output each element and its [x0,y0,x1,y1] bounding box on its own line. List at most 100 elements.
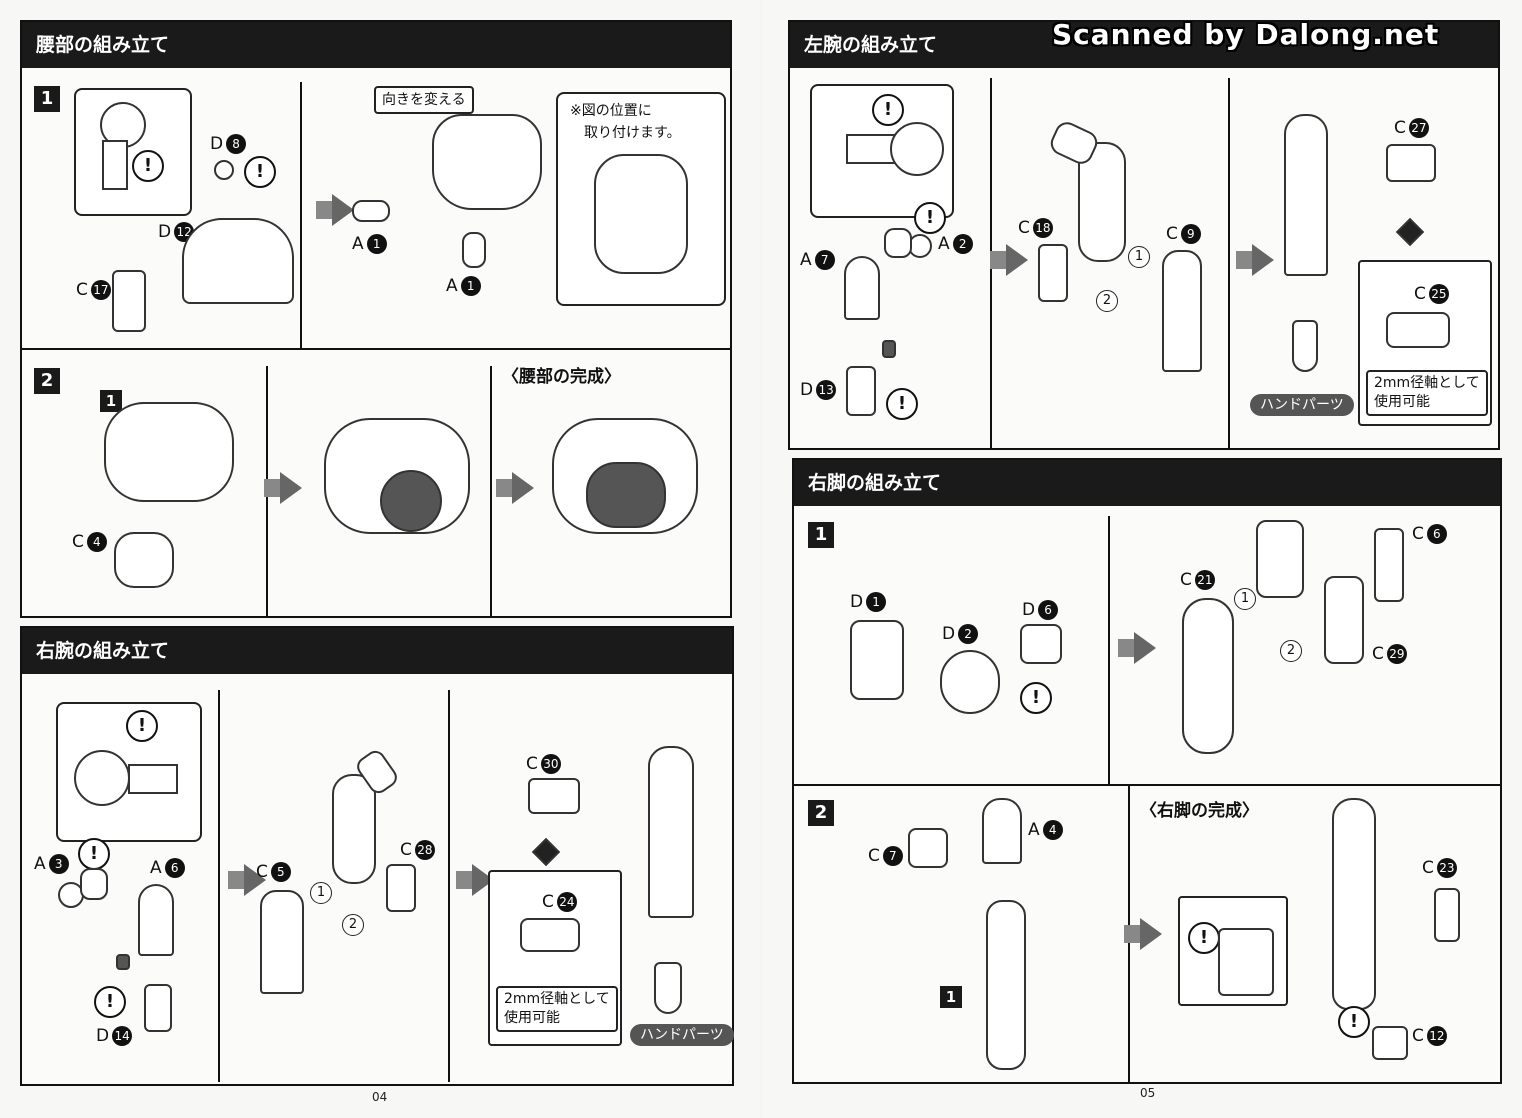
part-c30 [528,778,580,814]
foot-part-detail [1218,928,1274,996]
part-c23 [1434,888,1460,942]
page-number: 05 [1140,1086,1156,1100]
left-arm-section-title: 左腕の組み立て [790,22,1498,68]
order-marker-1: 1 [310,882,332,904]
part-d14 [144,984,172,1032]
warning-icon: ! [886,388,918,420]
part-c12 [1372,1026,1408,1060]
waist-body [432,114,542,210]
part-c28 [386,864,416,912]
waist-front [104,402,234,502]
order-marker-2: 2 [1096,290,1118,312]
diamond-marker [531,837,561,867]
warning-icon: ! [126,710,158,742]
part-c27 [1386,144,1436,182]
order-marker-2: 2 [342,914,364,936]
part-c18 [1038,244,1068,302]
divider [1108,516,1110,784]
assembled-leg [1332,798,1376,1010]
warn-marker [116,954,130,970]
part-c7 [908,828,948,868]
part-a1-left [352,200,390,222]
part-c21 [1182,598,1234,754]
right-leg-section-title: 右脚の組み立て [794,460,1500,506]
ring-part [74,750,130,806]
hand-part [1292,320,1318,372]
peg-part [80,868,108,900]
scan-watermark: Scanned by Dalong.net [1052,18,1440,51]
warning-icon: ! [1020,682,1052,714]
part-c4-attached [380,470,442,532]
step-number: 2 [34,368,60,394]
warning-icon: ! [872,94,904,126]
part-c17 [112,270,146,332]
sub-step-number: 1 [100,390,122,412]
upper-arm-part [332,774,376,884]
orientation-note: 向きを変える [374,86,474,114]
next-arrow [316,194,354,226]
hand-parts-label: ハンドパーツ [1250,394,1354,416]
part-d8 [214,160,234,180]
next-arrow [496,472,534,504]
lower-leg-part [986,900,1026,1070]
warning-icon: ! [1338,1006,1370,1038]
next-arrow [1236,244,1274,276]
warning-icon: ! [914,202,946,234]
part-c6 [1374,528,1404,602]
shaft-note-line1: 2mm径軸として [504,991,610,1007]
figure-waist-view [594,154,688,274]
part-c5 [260,890,304,994]
skirt-part [182,218,294,304]
waist-completion-label: 〈腰部の完成〉 [502,367,621,387]
sub-step-number: 1 [940,986,962,1008]
part-a7 [844,256,880,320]
diamond-marker [1395,217,1425,247]
ring-tab [128,764,178,794]
part-d2 [940,650,1000,714]
part-d1 [850,620,904,700]
next-arrow [264,472,302,504]
divider [490,366,492,616]
part-c4 [114,532,174,588]
warning-icon: ! [94,986,126,1018]
divider [1228,78,1230,448]
knee-joint-part [1256,520,1304,598]
part-a4 [982,798,1022,864]
ring-part [890,122,944,176]
assembled-arm [1284,114,1328,276]
shaft-note: 2mm径軸として 使用可能 [1366,370,1488,416]
part-c9 [1162,250,1202,372]
warning-icon: ! [244,156,276,188]
warn-marker [882,340,896,358]
warning-icon: ! [1188,922,1220,954]
next-arrow [228,864,266,896]
next-arrow [990,244,1028,276]
part-a6 [138,884,174,956]
position-note-line2: 取り付けます。 [584,125,681,141]
step-number: 1 [808,522,834,548]
waist-complete-joint [586,462,666,528]
part-d6 [1020,624,1062,664]
warning-icon: ! [132,150,164,182]
